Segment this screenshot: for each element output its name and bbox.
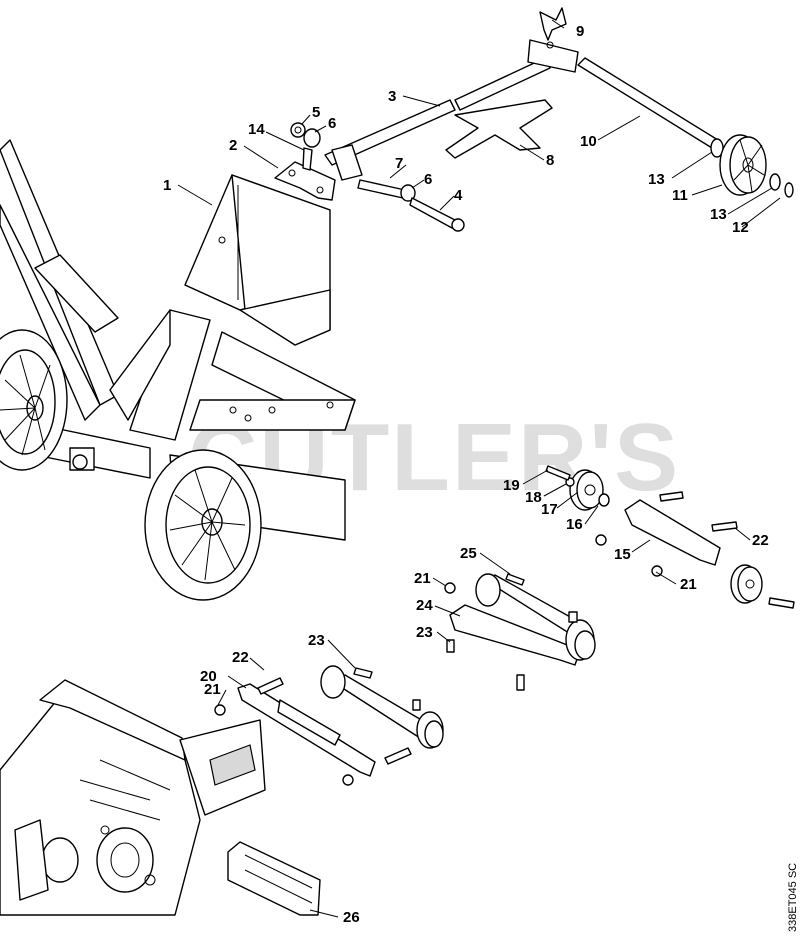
callout-4: 4 [454, 187, 463, 204]
reference-code: 338ET045 SC [787, 863, 799, 932]
callout-25: 25 [460, 545, 477, 562]
callout-19: 19 [503, 477, 520, 494]
roller-23-right [416, 711, 444, 749]
callout-22-b: 22 [232, 649, 249, 666]
spacer-6-upper [303, 128, 321, 148]
screw-19 [545, 465, 571, 481]
wing-bolt-9 [527, 7, 579, 73]
callout-1: 1 [163, 177, 171, 194]
washer-13-outer [769, 173, 781, 191]
roller-bracket-15 [624, 499, 721, 566]
bumper-block-26 [227, 841, 321, 916]
callout-15: 15 [614, 546, 631, 563]
roller-15-right [730, 564, 763, 604]
callout-2: 2 [229, 137, 237, 154]
large-wheel-front [144, 449, 262, 601]
callout-18: 18 [525, 489, 542, 506]
callout-3: 3 [388, 88, 396, 105]
roller-24-left [475, 573, 501, 607]
callouts: 1 2 3 4 5 6 6 7 8 9 10 11 12 13 13 14 15… [163, 23, 769, 926]
bracket-plate [274, 161, 336, 201]
callout-21-b: 21 [680, 576, 697, 593]
callout-26: 26 [343, 909, 360, 926]
callout-7: 7 [395, 155, 403, 172]
callout-6-lower: 6 [424, 171, 432, 188]
roller-bracket-20 [237, 683, 376, 777]
spacer-6-lower [400, 184, 416, 202]
large-wheel-left [0, 329, 68, 471]
callout-8: 8 [546, 152, 554, 169]
screws-24 [446, 573, 578, 691]
callout-5: 5 [312, 104, 320, 121]
callout-20: 20 [200, 668, 217, 685]
rod-7 [357, 179, 406, 199]
leader-lines [177, 19, 781, 918]
roller-23-left [320, 665, 346, 699]
deflector-housing [184, 174, 331, 346]
callout-13-b: 13 [710, 206, 727, 223]
nut-21-lower [214, 704, 354, 786]
tube-3 [324, 57, 551, 181]
nuts-15 [595, 534, 663, 577]
axle-10 [577, 57, 719, 149]
callout-10: 10 [580, 133, 597, 150]
callout-16: 16 [566, 516, 583, 533]
callout-17: 17 [541, 501, 558, 518]
cross-plate-8 [445, 99, 553, 159]
callout-22-a: 22 [752, 532, 769, 549]
circlip-12 [784, 182, 794, 198]
callout-11: 11 [672, 187, 688, 204]
bolt-4 [409, 197, 465, 232]
roller-24-right [565, 619, 596, 661]
callout-23-b: 23 [416, 624, 433, 641]
screws-20 [257, 667, 421, 765]
power-head [0, 679, 266, 916]
edger-frame [0, 139, 356, 541]
callout-23-a: 23 [308, 632, 325, 649]
screw-14 [302, 147, 313, 171]
callout-21-c: 21 [204, 681, 221, 698]
nut-5 [290, 122, 306, 138]
bushing-16 [598, 493, 610, 507]
callout-6-upper: 6 [328, 115, 336, 132]
callout-13-a: 13 [648, 171, 665, 188]
small-wheel-11 [719, 134, 767, 196]
callout-21-a: 21 [414, 570, 431, 587]
callout-12: 12 [732, 219, 749, 236]
callout-24: 24 [416, 597, 433, 614]
callout-14: 14 [248, 121, 265, 138]
nut-21-middle [444, 582, 456, 594]
roller-17 [569, 469, 604, 511]
screws-15 [659, 491, 795, 609]
callout-9: 9 [576, 23, 584, 40]
